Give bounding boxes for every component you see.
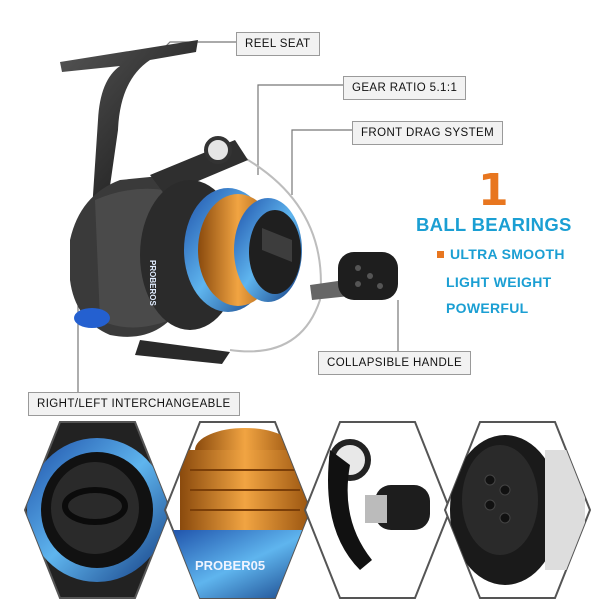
callout-gear-ratio-label: GEAR RATIO 5.1:1 [352, 82, 458, 94]
body-accent [74, 308, 110, 328]
callout-reel-seat: REEL SEAT [236, 32, 320, 56]
spool-brand-text: PROBEROS [148, 260, 157, 306]
feature-item-1: ULTRA SMOOTH [450, 246, 565, 262]
feature-title: BALL BEARINGS [416, 214, 572, 235]
callout-front-drag-label: FRONT DRAG SYSTEM [361, 127, 495, 139]
detail-thumbnails: PROBER05 [23, 421, 592, 599]
callout-collapsible-handle-label: COLLAPSIBLE HANDLE [327, 357, 463, 369]
detail-drag-knob [23, 421, 172, 599]
callout-interchangeable: RIGHT/LEFT INTERCHANGEABLE [28, 392, 240, 416]
line-roller [204, 136, 232, 164]
feature-item-2: LIGHT WEIGHT [446, 274, 552, 290]
feature-item-3: POWERFUL [446, 300, 529, 316]
callout-front-drag: FRONT DRAG SYSTEM [352, 121, 504, 145]
reel-seat-arm [60, 40, 198, 210]
callout-collapsible-handle: COLLAPSIBLE HANDLE [318, 351, 472, 375]
detail-spool-brand: PROBER05 [195, 558, 265, 573]
detail-handle-knob [443, 421, 592, 599]
bearing-count: 1 [478, 165, 509, 216]
detail-spool: PROBER05 [163, 421, 312, 599]
feature-bullet-icon [437, 251, 444, 258]
callout-gear-ratio: GEAR RATIO 5.1:1 [343, 76, 467, 100]
callout-interchangeable-label: RIGHT/LEFT INTERCHANGEABLE [37, 398, 231, 410]
detail-handle-arm [303, 421, 452, 599]
callout-reel-seat-label: REEL SEAT [245, 38, 311, 50]
